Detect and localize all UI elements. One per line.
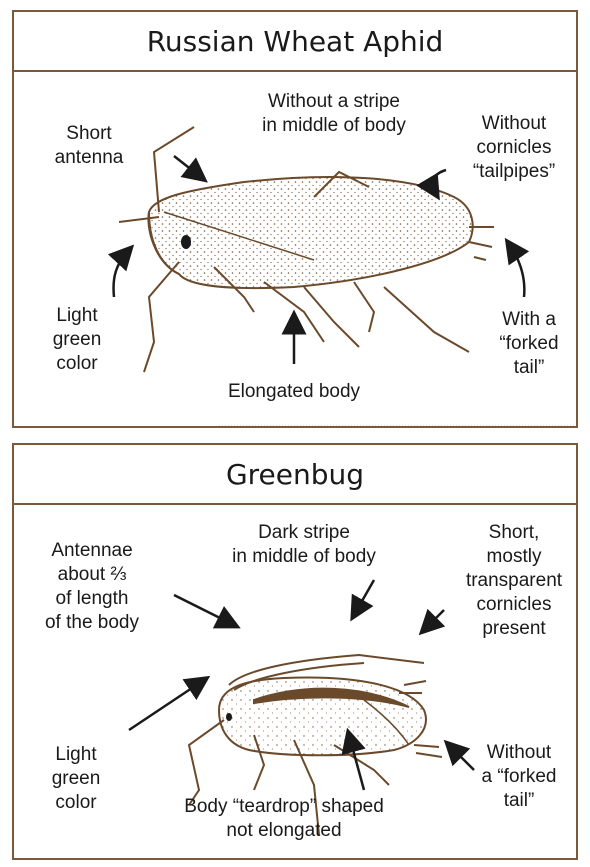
label-line: mostly [454,545,574,569]
label-line: cornicles [454,593,574,617]
label-line: Without a stripe [214,90,454,114]
label-line: “tailpipes” [454,160,574,184]
panel-greenbug: Greenbug [12,443,578,860]
label-line: Body “teardrop” shaped [164,795,404,819]
label-line: of length [22,587,162,611]
label-line: present [454,617,574,641]
label-line: cornicles [454,136,574,160]
label-antenna: Short antenna [44,122,134,170]
label-line: Short [44,122,134,146]
label-line: green [32,328,122,352]
label-line: of the body [22,611,162,635]
label-dark-stripe: Dark stripe in middle of body [204,521,404,569]
label-line: about ⅔ [22,563,162,587]
label-line: tail” [469,789,569,813]
label-line: Dark stripe [204,521,404,545]
aphid-drawing [119,127,494,372]
label-line: “forked [484,332,574,356]
label-line: in middle of body [204,545,404,569]
label-elongated-body: Elongated body [204,380,384,404]
label-line: Antennae [22,539,162,563]
label-line: Light [32,304,122,328]
label-antennae: Antennae about ⅔ of length of the body [22,539,162,635]
label-line: Light [36,743,116,767]
label-line: Elongated body [204,380,384,404]
label-line: Short, [454,521,574,545]
label-line: in middle of body [214,114,454,138]
label-line: a “forked [469,765,569,789]
label-light-green-color: Light green color [32,304,122,376]
label-stripe: Without a stripe in middle of body [214,90,454,138]
label-light-green-color: Light green color [36,743,116,815]
label-line: Without [469,741,569,765]
label-without-forked-tail: Without a “forked tail” [469,741,569,813]
label-line: color [32,352,122,376]
panel-russian-wheat-aphid: Russian Wheat Aphid [12,10,578,428]
label-line: green [36,767,116,791]
label-forked-tail: With a “forked tail” [484,308,574,380]
label-line: antenna [44,146,134,170]
label-line: With a [484,308,574,332]
label-line: transparent [454,569,574,593]
label-line: tail” [484,356,574,380]
label-cornicles: Short, mostly transparent cornicles pres… [454,521,574,641]
label-line: not elongated [164,819,404,843]
label-line: Without [454,112,574,136]
label-cornicles: Without cornicles “tailpipes” [454,112,574,184]
label-teardrop-body: Body “teardrop” shaped not elongated [164,795,404,843]
label-line: color [36,791,116,815]
